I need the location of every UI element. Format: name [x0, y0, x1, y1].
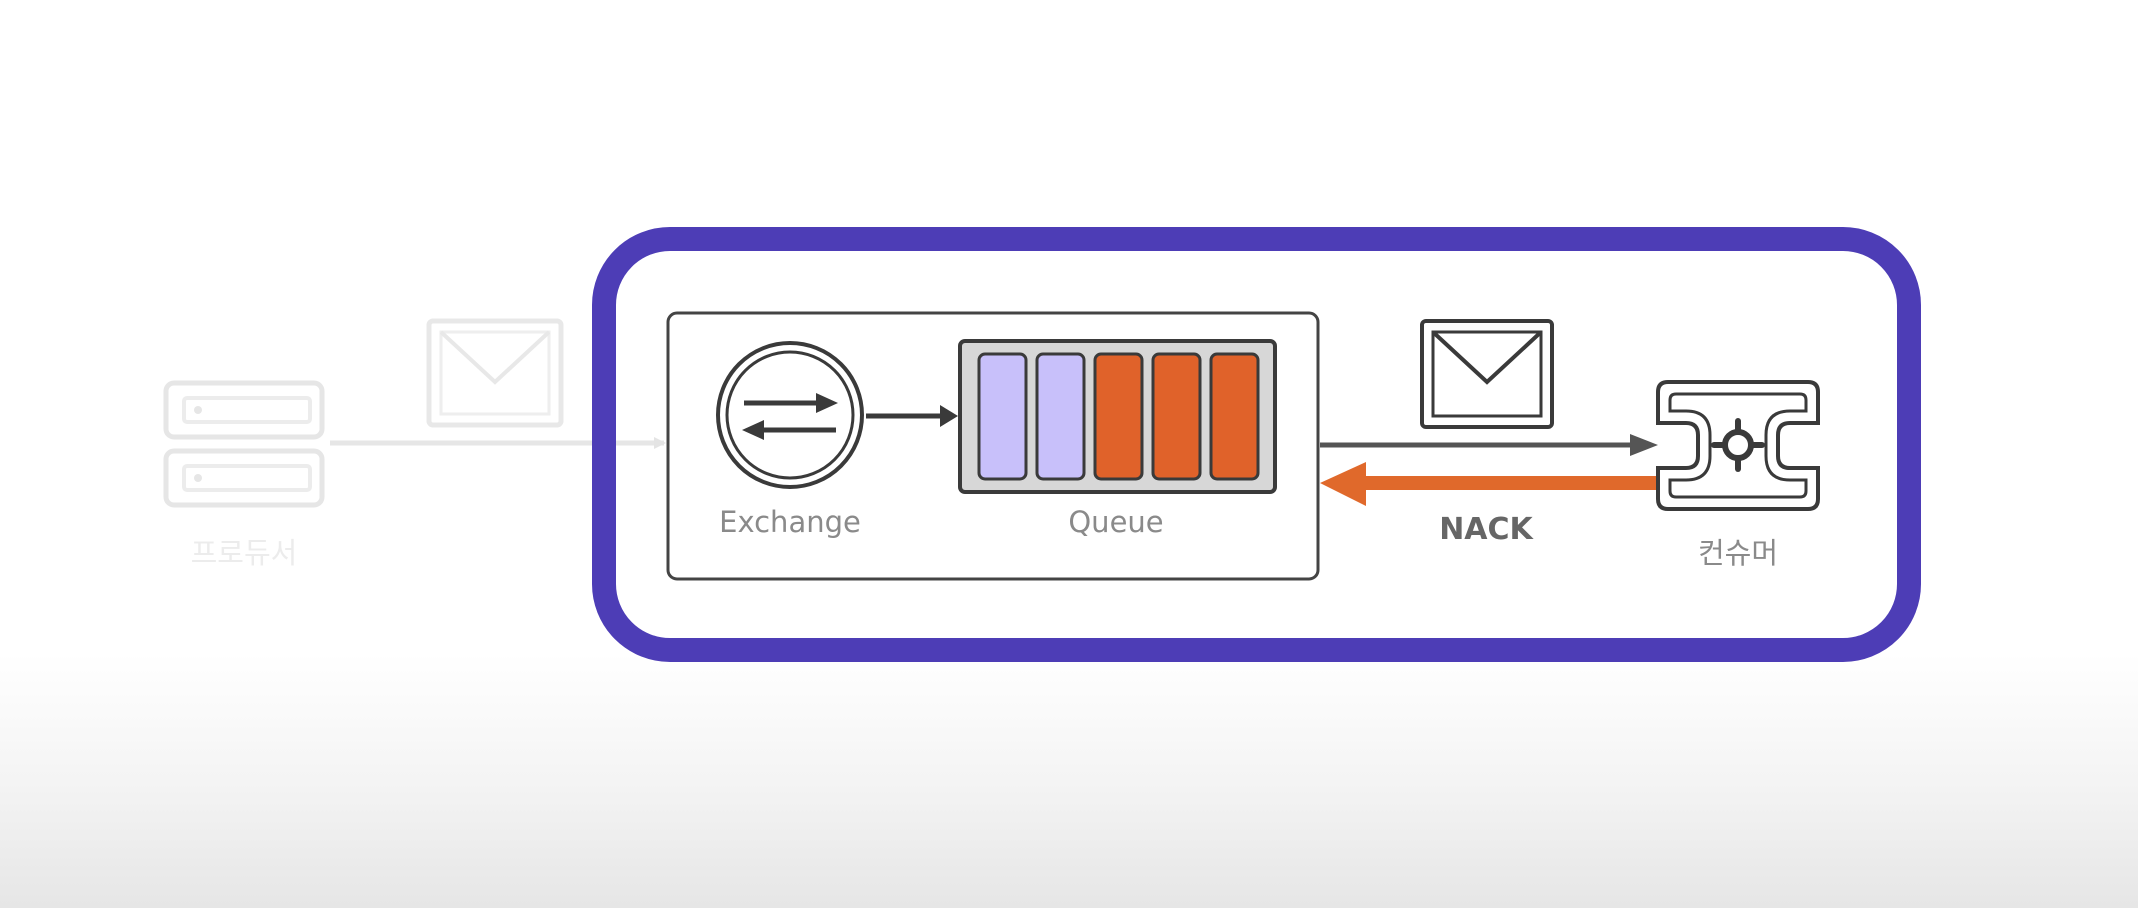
queue-messages [977, 352, 1260, 481]
consumer-label: 컨슈머 [1698, 536, 1778, 570]
nack-arrow-head [1320, 462, 1366, 506]
consumer-gear-icon [1656, 380, 1820, 511]
exchange-to-queue-arrowhead [940, 405, 958, 427]
envelope-icon [1420, 319, 1554, 429]
queue-label: Queue [1068, 505, 1163, 539]
exchange-label: Exchange [719, 505, 861, 539]
queue-message-nacked [1151, 352, 1202, 481]
producer-server-icon [163, 380, 325, 508]
producer-label: 프로듀서 [191, 536, 298, 570]
queue-to-consumer-arrowhead [1630, 434, 1658, 456]
nack-label: NACK [1439, 512, 1534, 547]
exchange-arrows-icon [716, 341, 864, 489]
broker-frame [592, 227, 1921, 662]
faded-envelope-icon [426, 318, 564, 428]
nack-arrow-shaft [1360, 476, 1660, 490]
queue-message-pending [977, 352, 1028, 481]
queue-message-nacked [1209, 352, 1260, 481]
queue-message-pending [1035, 352, 1086, 481]
queue-message-nacked [1093, 352, 1144, 481]
